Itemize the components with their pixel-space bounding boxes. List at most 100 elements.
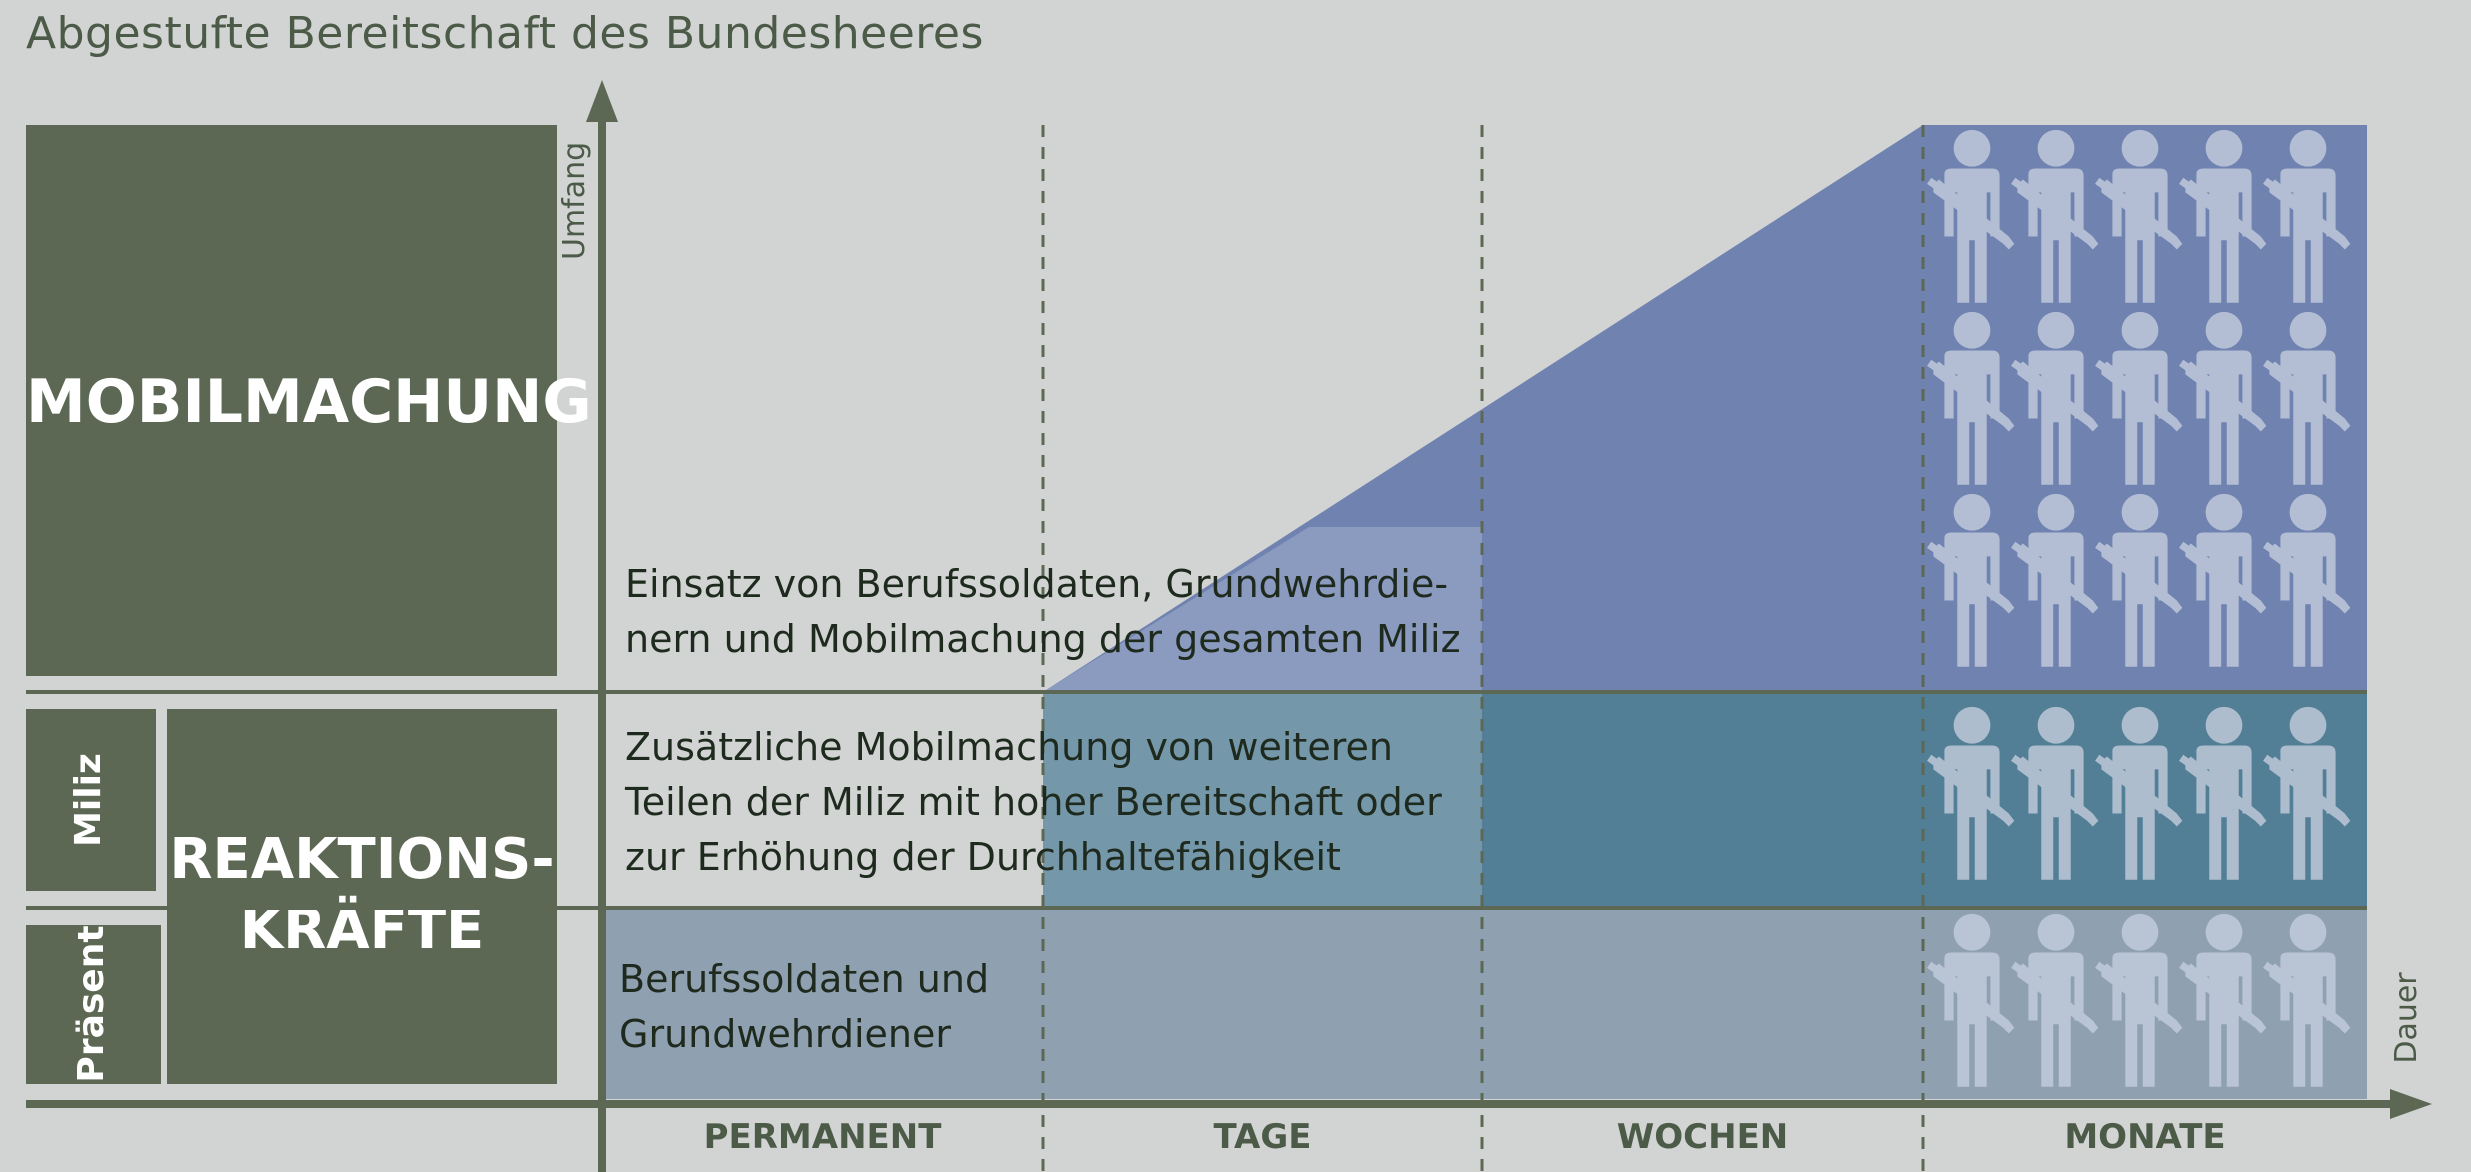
- soldier-with-rifle-icon: [2095, 706, 2183, 880]
- soldier-shape: [2185, 543, 2267, 614]
- miliz-box: Miliz: [26, 709, 156, 891]
- soldier-shape: [2011, 359, 2028, 375]
- y-axis-arrow: [586, 80, 618, 122]
- band-top-description: Einsatz von Berufssoldaten, Grundwehrdie…: [625, 557, 1461, 667]
- tick-tage: TAGE: [1213, 1117, 1312, 1157]
- soldier-shape: [2205, 493, 2243, 531]
- soldier-shape: [2011, 961, 2028, 977]
- soldier-with-rifle-icon: [1927, 311, 2015, 485]
- soldier-with-rifle-icon: [2011, 129, 2099, 303]
- mobilmachung-box: MOBILMACHUNG: [26, 125, 592, 676]
- soldier-shape: [2101, 756, 2183, 827]
- soldier-shape: [2017, 963, 2099, 1034]
- band-bottom-description: Berufssoldaten und Grundwehrdiener: [619, 952, 989, 1062]
- y-axis-label: Umfang: [557, 141, 592, 260]
- reaktionskraefte-label-line1: REAKTIONS-: [169, 827, 555, 892]
- soldier-shape: [2263, 359, 2280, 375]
- tick-permanent: PERMANENT: [703, 1117, 942, 1157]
- soldier-shape: [1933, 361, 2015, 432]
- soldier-shape: [1927, 177, 1944, 193]
- soldier-shape: [2095, 177, 2112, 193]
- soldier-shape: [2289, 913, 2327, 951]
- soldier-shape: [2011, 177, 2028, 193]
- praesent-box: Präsent: [26, 925, 161, 1084]
- soldier-shape: [2263, 961, 2280, 977]
- tick-monate: MONATE: [2064, 1117, 2226, 1157]
- band-bottom-line1: Berufssoldaten und: [619, 957, 990, 1001]
- soldier-shape: [2101, 361, 2183, 432]
- soldier-shape: [1933, 756, 2015, 827]
- soldier-with-rifle-icon: [2095, 493, 2183, 667]
- tage-highlight-area: [1043, 527, 1482, 908]
- x-axis-arrow: [2390, 1089, 2432, 1119]
- soldier-shape: [2269, 543, 2351, 614]
- soldier-shape: [2121, 129, 2159, 167]
- band-present-area: [602, 908, 2367, 1099]
- soldier-shape: [1933, 543, 2015, 614]
- soldier-shape: [2289, 493, 2327, 531]
- soldier-with-rifle-icon: [1927, 706, 2015, 880]
- soldier-shape: [2121, 706, 2159, 744]
- band-top-line2: nern und Mobilmachung der gesamten Miliz: [625, 617, 1461, 661]
- soldier-shape: [2185, 963, 2267, 1034]
- soldier-with-rifle-icon: [2263, 913, 2351, 1087]
- soldier-shape: [2289, 129, 2327, 167]
- soldier-shape: [1953, 913, 1991, 951]
- soldier-with-rifle-icon: [1927, 129, 2015, 303]
- soldier-with-rifle-icon: [2011, 493, 2099, 667]
- soldier-shape: [2037, 913, 2075, 951]
- soldier-shape: [2205, 129, 2243, 167]
- soldier-shape: [2289, 311, 2327, 349]
- soldier-shape: [2101, 543, 2183, 614]
- soldier-shape: [2011, 754, 2028, 770]
- soldier-shape: [2269, 361, 2351, 432]
- band-middle-line1: Zusätzliche Mobilmachung von weiteren: [625, 725, 1393, 769]
- soldier-shape: [2179, 359, 2196, 375]
- soldier-shape: [2095, 961, 2112, 977]
- soldier-shape: [2095, 754, 2112, 770]
- soldier-shape: [2263, 754, 2280, 770]
- soldier-shape: [2205, 311, 2243, 349]
- soldier-with-rifle-icon: [2263, 706, 2351, 880]
- soldier-shape: [2037, 493, 2075, 531]
- soldier-shape: [1927, 961, 1944, 977]
- soldier-with-rifle-icon: [2095, 913, 2183, 1087]
- soldier-with-rifle-icon: [2179, 913, 2267, 1087]
- soldier-shape: [2205, 706, 2243, 744]
- x-axis-label: Dauer: [2389, 972, 2424, 1064]
- band-middle-line3: zur Erhöhung der Durchhaltefähigkeit: [625, 835, 1341, 879]
- soldier-shape: [2017, 756, 2099, 827]
- soldier-shape: [2037, 311, 2075, 349]
- soldier-shape: [2179, 177, 2196, 193]
- mobilmachung-label: MOBILMACHUNG: [26, 367, 592, 437]
- soldier-shape: [1953, 706, 1991, 744]
- soldier-shape: [2205, 913, 2243, 951]
- soldier-shape: [2095, 541, 2112, 557]
- soldier-with-rifle-icon: [1927, 493, 2015, 667]
- soldier-with-rifle-icon: [2263, 129, 2351, 303]
- soldier-shape: [1953, 311, 1991, 349]
- soldier-shape: [2179, 754, 2196, 770]
- soldier-shape: [1933, 963, 2015, 1034]
- soldier-with-rifle-icon: [2179, 493, 2267, 667]
- soldier-shape: [1927, 541, 1944, 557]
- soldier-shape: [2269, 179, 2351, 250]
- soldier-with-rifle-icon: [2263, 493, 2351, 667]
- tick-wochen: WOCHEN: [1616, 1117, 1789, 1157]
- soldier-shape: [2269, 756, 2351, 827]
- soldier-shape: [2101, 963, 2183, 1034]
- band-middle-description: Zusätzliche Mobilmachung von weiteren Te…: [625, 720, 1442, 885]
- soldier-with-rifle-icon: [2095, 129, 2183, 303]
- soldier-shape: [2017, 361, 2099, 432]
- soldier-shape: [2179, 541, 2196, 557]
- soldier-shape: [2269, 963, 2351, 1034]
- soldier-shape: [2185, 756, 2267, 827]
- soldier-with-rifle-icon: [1927, 913, 2015, 1087]
- soldier-shape: [2037, 706, 2075, 744]
- soldier-with-rifle-icon: [2095, 311, 2183, 485]
- page-title: Abgestufte Bereitschaft des Bundesheeres: [26, 8, 984, 59]
- soldier-shape: [2185, 179, 2267, 250]
- soldier-shape: [2101, 179, 2183, 250]
- soldier-shape: [2121, 311, 2159, 349]
